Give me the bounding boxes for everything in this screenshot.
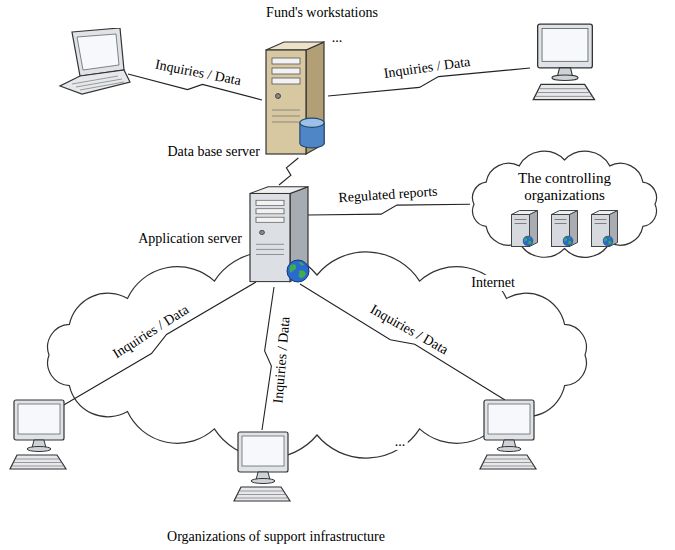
workstation [10, 400, 66, 469]
node-label: Application server [138, 231, 242, 247]
workstation [533, 24, 594, 99]
database-icon [300, 118, 324, 148]
link-label: Inquiries / Data [270, 314, 294, 406]
controlling-organizations-cloud: The controlling organizations [462, 148, 667, 261]
database-server: Data base server [262, 40, 328, 158]
ellipsis: ... [393, 434, 408, 450]
data-link [300, 284, 505, 400]
mini-server [512, 211, 538, 247]
network-name: Internet [469, 275, 517, 291]
controlling-organizations-cloud-shape [462, 148, 667, 261]
data-link [128, 74, 262, 100]
globe-icon [287, 260, 309, 282]
data-link [62, 282, 256, 406]
cloud-outline [472, 151, 656, 257]
network-link [279, 158, 298, 185]
application-server-shape [246, 185, 312, 285]
workstation [234, 432, 290, 501]
link-label: Inquiries / Data [366, 300, 453, 359]
server-tower [266, 42, 324, 154]
ellipsis: ... [330, 30, 345, 46]
node-label: The controlling organizations [462, 170, 667, 205]
application-server: Application server [246, 185, 312, 285]
mini-server [552, 211, 578, 247]
data-link [328, 68, 530, 96]
link-label: Regulated reports [336, 183, 440, 206]
group-title: Organizations of support infrastructure [165, 529, 387, 545]
node-label: Data base server [167, 144, 260, 160]
data-link [262, 287, 274, 430]
server-tower [250, 187, 308, 282]
network-link [308, 204, 470, 215]
laptop-workstation [60, 28, 130, 94]
link-label: Inquiries / Data [381, 54, 473, 82]
workstation [480, 400, 536, 469]
link-label: Inquiries / Data [109, 301, 194, 364]
database-server-shape [262, 40, 328, 158]
mini-server [592, 211, 618, 247]
group-title: Fund's workstations [264, 5, 380, 21]
link-label: Inquiries / Data [151, 57, 243, 90]
